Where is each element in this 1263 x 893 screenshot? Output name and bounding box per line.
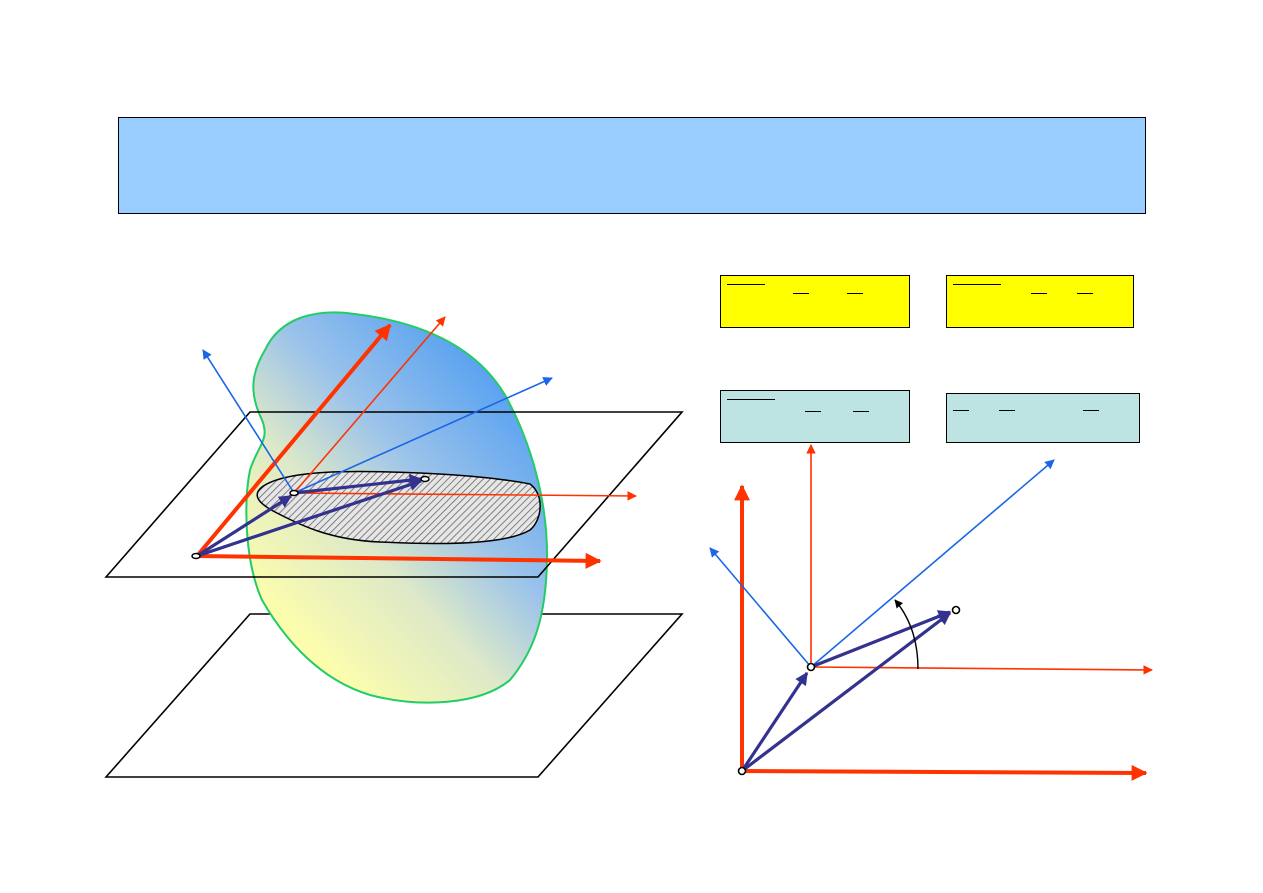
base-point-marker-2d (806, 662, 816, 672)
moving-axis-vertical (293, 316, 446, 494)
body-point-marker-2d (951, 605, 961, 615)
base-point-marker (289, 489, 299, 497)
formula-box-bottom-right (946, 393, 1140, 443)
fraction-bar (727, 399, 775, 400)
fraction-bar (1077, 293, 1093, 294)
title-banner (118, 117, 1146, 214)
fraction-bar (847, 293, 863, 294)
body-axis-normal (202, 349, 295, 494)
fixed-axis-x-2d (741, 764, 1148, 781)
position-vector-origin-to-base-2d (740, 671, 809, 772)
position-vector-origin-to-point (196, 478, 423, 558)
formula-box-top-left (720, 275, 910, 328)
body-point-marker (420, 475, 430, 483)
moving-axis-horizontal (293, 491, 637, 501)
body-axis-tangent (293, 377, 553, 494)
fraction-bar (1083, 410, 1099, 411)
upper-plane (104, 411, 684, 578)
rotation-angle-arc (894, 599, 919, 670)
moving-axis-x-2d (810, 665, 1153, 675)
fraction-bar (1031, 293, 1047, 294)
fixed-axis-vertical (195, 323, 392, 558)
origin-point-marker (191, 552, 201, 560)
fraction-bar (999, 410, 1015, 411)
formula-box-top-right (946, 275, 1134, 328)
fraction-bar (953, 410, 969, 411)
fraction-bar (953, 284, 1001, 285)
fraction-bar (805, 411, 821, 412)
body-axis-tangent-2d (810, 459, 1055, 668)
body-axis-normal-2d (709, 547, 812, 668)
lower-plane (104, 613, 684, 778)
fraction-bar (793, 293, 809, 294)
formula-box-bottom-left (720, 390, 910, 443)
origin-point-marker-2d (737, 766, 747, 776)
position-vector-origin-to-base (196, 494, 293, 558)
fraction-bar (727, 284, 765, 285)
fixed-axis-horizontal (196, 552, 602, 569)
relative-position-vector (293, 473, 423, 495)
fraction-bar (853, 411, 869, 412)
relative-position-vector-2d (810, 610, 952, 669)
